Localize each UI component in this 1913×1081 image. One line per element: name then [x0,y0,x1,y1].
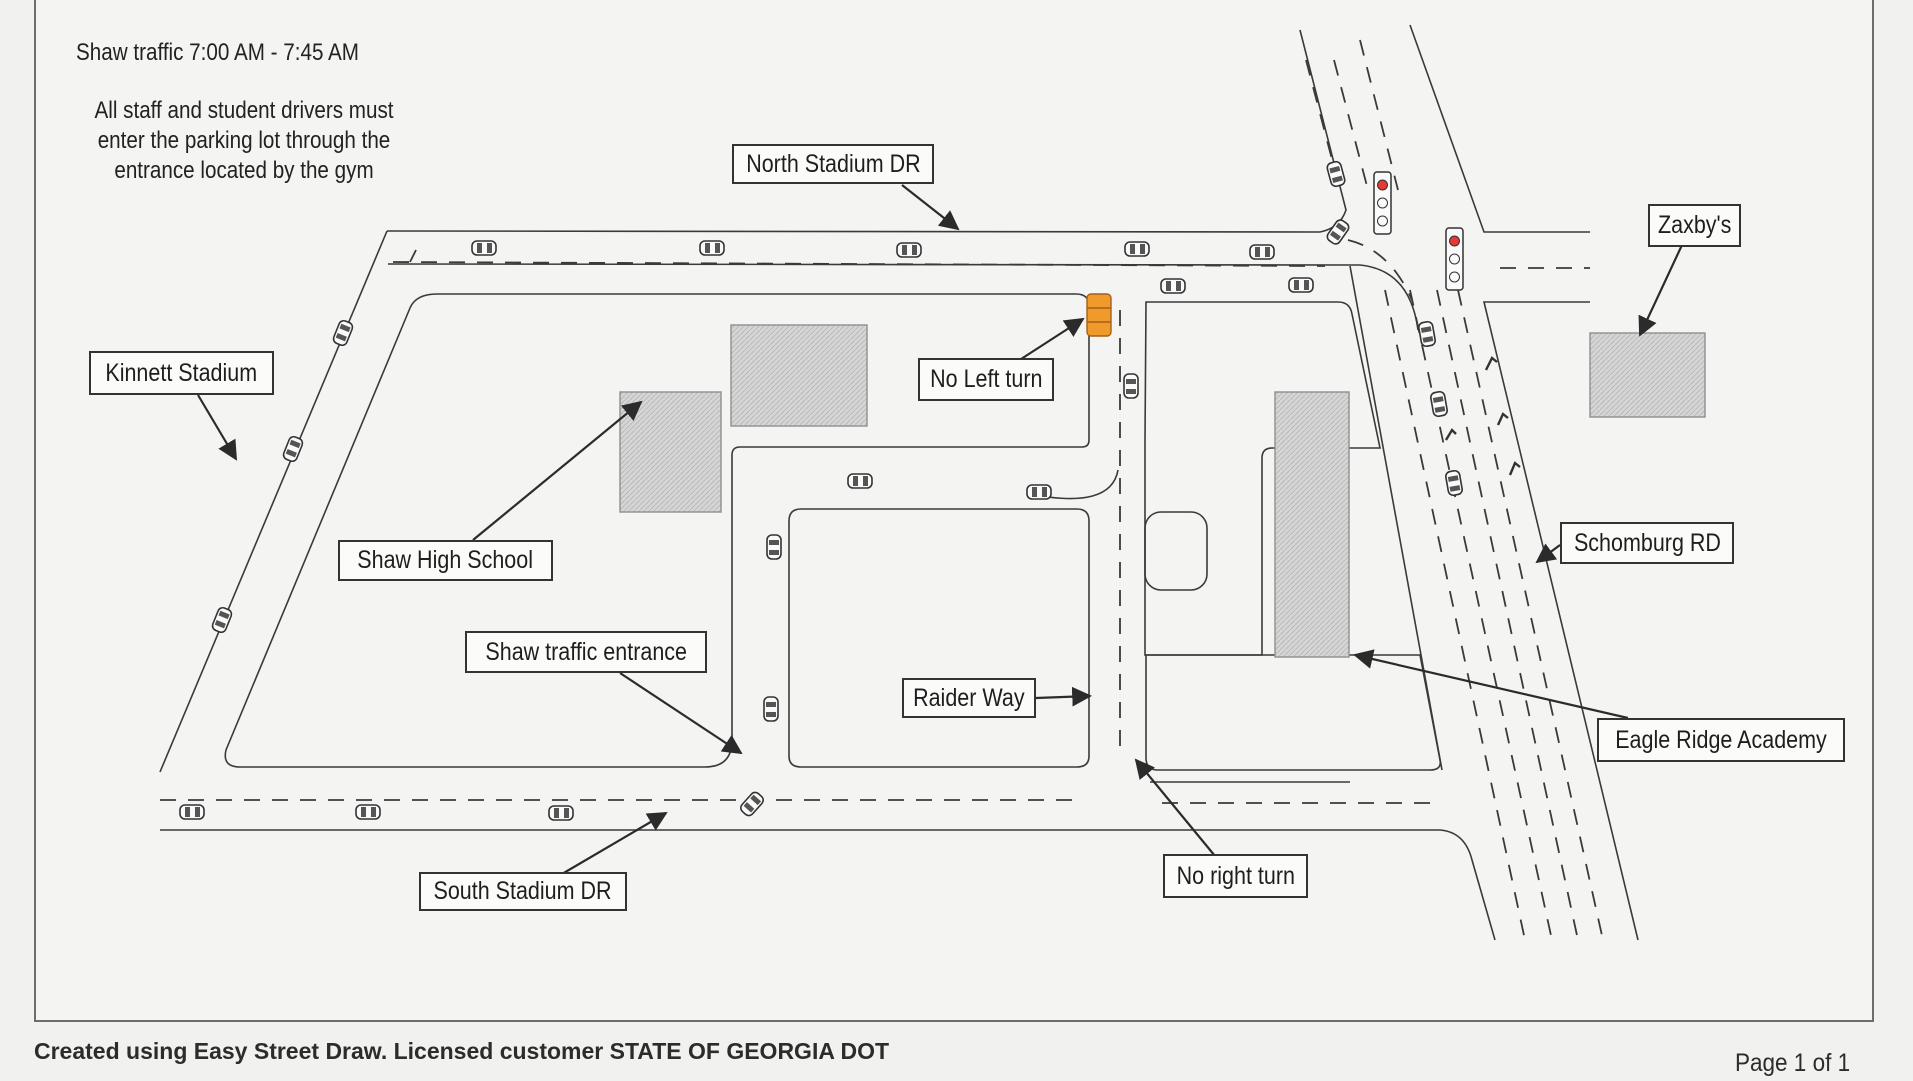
label-shaw-high-school: Shaw High School [338,540,553,581]
car-icon [1123,373,1139,399]
arrow-raider-way [1035,686,1092,707]
arrow-no-right-turn [1134,758,1216,857]
car-icon [1249,244,1275,260]
car-icon [896,242,922,258]
entry-note-line: entrance located by the gym [114,157,374,184]
north-road-bottom-edge [387,263,1419,331]
credit-line: Created using Easy Street Draw. Licensed… [34,1038,890,1064]
pointer-arrows [197,184,1683,875]
arrow-south-stadium [561,811,668,875]
arrow-zaxbys [1638,244,1683,337]
entry-note-line: enter the parking lot through the [97,127,391,154]
lot-south-east [1145,654,1442,771]
cars [179,159,1464,821]
car-icon [737,789,767,819]
arrow-eagle-ridge [1353,649,1629,720]
car-icon [1444,469,1464,497]
zaxbys-building [1589,332,1706,418]
label-no-right-turn: No right turn [1163,854,1308,898]
kinnett-dash [409,249,417,263]
map-frame [34,0,1874,1022]
label-south-stadium: South Stadium DR [419,872,627,911]
car-icon [331,318,355,348]
eagle-ridge-academy-building [1274,391,1350,658]
car-icon [1124,241,1150,257]
car-icon [766,534,782,560]
label-zaxbys: Zaxby's [1648,204,1741,247]
arrow-schomburg [1535,543,1561,564]
island [1144,511,1208,591]
label-kinnett-stadium: Kinnett Stadium [89,351,274,395]
shaw-high-school-building-a [619,391,722,513]
arrow-shaw-high-school [472,400,643,541]
entry-note: All staff and student drivers must enter… [93,96,396,186]
south-road-bottom-edge [160,829,1496,941]
car-icon [1288,277,1314,293]
arrow-no-left-turn [1017,317,1085,362]
label-raider-way: Raider Way [902,678,1036,718]
arrow-shaw-entrance [619,672,743,755]
car-icon [763,696,779,722]
label-eagle-ridge-academy: Eagle Ridge Academy [1597,718,1845,762]
label-schomburg-rd: Schomburg RD [1560,522,1734,564]
car-icon [1325,159,1347,189]
car-icon [699,240,725,256]
schomburg-east-edge [1409,24,1590,233]
car-icon [1429,390,1449,418]
entry-note-line: All staff and student drivers must [94,97,394,124]
turn-arrows [1444,356,1521,476]
lane-dashes [160,39,1604,941]
traffic-signal-north [1373,171,1392,235]
schomburg-east-edge-lower [1482,301,1639,941]
car-icon [179,804,205,820]
schedule-heading: Shaw traffic 7:00 AM - 7:45 AM [76,39,359,66]
lot-center [788,508,1090,768]
car-icon [1160,278,1186,294]
car-icon [471,240,497,256]
page-number: Page 1 of 1 [1735,1049,1851,1077]
car-icon [1026,484,1052,500]
barrel-icon [1086,293,1112,337]
car-icon [548,805,574,821]
car-icon [1324,217,1352,247]
label-shaw-traffic-entrance: Shaw traffic entrance [465,631,707,673]
north-road-top-edge [386,29,1347,233]
car-icon [847,473,873,489]
arrow-kinnett-stadium [197,394,238,461]
car-icon [281,434,305,464]
label-no-left-turn: No Left turn [918,358,1054,401]
car-icon [355,804,381,820]
kinnett-outer-edge [159,230,388,773]
buildings [619,324,1706,658]
label-north-stadium: North Stadium DR [732,144,934,184]
traffic-signal-south [1445,227,1464,291]
shaw-high-school-building-b [730,324,868,427]
car-icon [210,605,234,635]
car-icon [1417,320,1437,348]
arrow-north-stadium [901,184,960,231]
